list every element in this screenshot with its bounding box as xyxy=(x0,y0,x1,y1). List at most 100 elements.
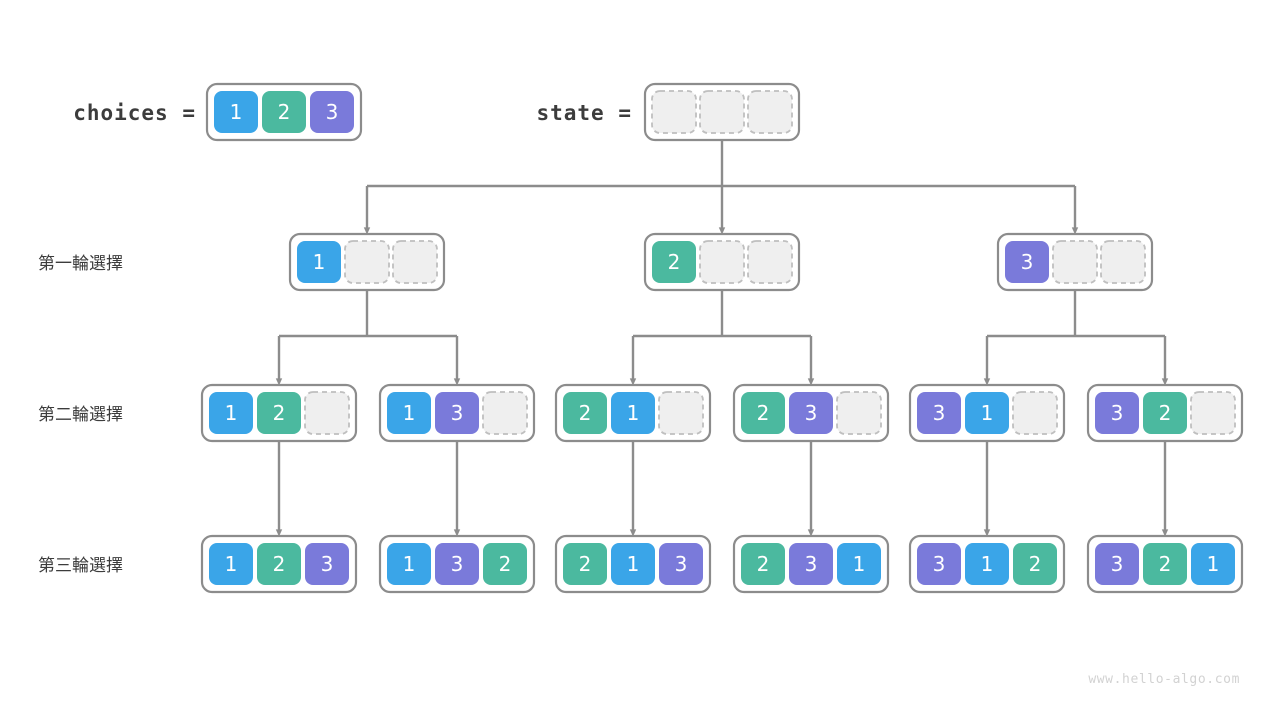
array-cell-value: 1 xyxy=(403,401,416,425)
array-cell-filled xyxy=(214,91,258,133)
array-cell-filled xyxy=(652,241,696,283)
array-cell-filled xyxy=(741,392,785,434)
array-cell-value: 3 xyxy=(451,401,464,425)
array-cell-filled xyxy=(305,543,349,585)
array-cell-value: 3 xyxy=(326,100,339,124)
array-cell-value: 1 xyxy=(853,552,866,576)
array-cell-filled xyxy=(483,543,527,585)
array-cell-value: 2 xyxy=(499,552,512,576)
array-cell-value: 2 xyxy=(278,100,291,124)
array-cell-empty xyxy=(747,90,793,134)
array-cell-filled xyxy=(1143,392,1187,434)
node-row1-3: 3 xyxy=(996,232,1154,292)
array-cell-filled xyxy=(209,392,253,434)
array-cell-value: 1 xyxy=(225,401,238,425)
array-cell-empty xyxy=(651,90,697,134)
array-cell-empty xyxy=(1052,240,1098,284)
array-cell-filled xyxy=(563,543,607,585)
array-cell-value: 3 xyxy=(1111,552,1124,576)
array-cell-filled xyxy=(257,392,301,434)
array-cell-filled xyxy=(209,543,253,585)
array-cell-filled xyxy=(965,543,1009,585)
row-label-second-round: 第二輪選擇 xyxy=(38,405,123,425)
array-cell-value: 1 xyxy=(225,552,238,576)
tree-connectors xyxy=(275,140,1169,537)
array-cell-filled xyxy=(659,543,703,585)
array-cell-empty xyxy=(392,240,438,284)
watermark: www.hello-algo.com xyxy=(1088,672,1240,687)
array-cell-value: 3 xyxy=(933,552,946,576)
array-cell-value: 3 xyxy=(1021,250,1034,274)
choices-array: 1 2 3 xyxy=(205,82,363,142)
array-cell-empty xyxy=(1012,391,1058,435)
array-cell-filled xyxy=(387,543,431,585)
row-label-third-round: 第三輪選擇 xyxy=(38,556,123,576)
array-cell-value: 3 xyxy=(1111,401,1124,425)
array-cell-value: 2 xyxy=(757,401,770,425)
array-cell-value: 2 xyxy=(579,552,592,576)
array-cell-empty xyxy=(344,240,390,284)
array-cell-value: 3 xyxy=(675,552,688,576)
array-cell-filled xyxy=(917,543,961,585)
array-cell-value: 2 xyxy=(1159,552,1172,576)
array-cell-empty xyxy=(304,391,350,435)
array-cell-filled xyxy=(611,543,655,585)
array-cell-value: 3 xyxy=(805,552,818,576)
array-cell-filled xyxy=(1143,543,1187,585)
array-cell-filled xyxy=(262,91,306,133)
node-row1-1: 1 xyxy=(288,232,446,292)
array-cell-filled xyxy=(789,392,833,434)
array-cell-filled xyxy=(1095,543,1139,585)
array-cell-empty xyxy=(658,391,704,435)
array-cell-value: 1 xyxy=(403,552,416,576)
array-cell-filled xyxy=(257,543,301,585)
array-cell-empty xyxy=(836,391,882,435)
array-cell-empty xyxy=(699,90,745,134)
array-cell-filled xyxy=(435,392,479,434)
array-cell-filled xyxy=(1095,392,1139,434)
array-cell-value: 2 xyxy=(1159,401,1172,425)
node-row3-6: 3 2 1 xyxy=(1086,534,1244,594)
node-row3-2: 1 3 2 xyxy=(378,534,536,594)
array-cell-value: 1 xyxy=(230,100,243,124)
array-cell-value: 1 xyxy=(627,401,640,425)
array-cell-filled xyxy=(741,543,785,585)
array-cell-filled xyxy=(387,392,431,434)
array-cell-value: 1 xyxy=(313,250,326,274)
array-cell-empty xyxy=(747,240,793,284)
array-cell-filled xyxy=(1013,543,1057,585)
array-cell-filled xyxy=(1191,543,1235,585)
array-cell-value: 1 xyxy=(1207,552,1220,576)
array-cell-filled xyxy=(563,392,607,434)
array-cell-filled xyxy=(310,91,354,133)
array-cell-filled xyxy=(917,392,961,434)
array-cell-value: 3 xyxy=(805,401,818,425)
array-cell-value: 3 xyxy=(933,401,946,425)
array-cell-value: 1 xyxy=(981,552,994,576)
array-cell-filled xyxy=(297,241,341,283)
array-cell-filled xyxy=(789,543,833,585)
array-cell-empty xyxy=(699,240,745,284)
node-row1-2: 2 xyxy=(643,232,801,292)
array-cell-empty xyxy=(1100,240,1146,284)
array-cell-value: 3 xyxy=(451,552,464,576)
array-cell-filled xyxy=(837,543,881,585)
array-cell-empty xyxy=(1190,391,1236,435)
array-cell-filled xyxy=(1005,241,1049,283)
state-array xyxy=(643,82,801,142)
array-cell-filled xyxy=(965,392,1009,434)
array-cell-filled xyxy=(611,392,655,434)
array-cell-filled xyxy=(435,543,479,585)
